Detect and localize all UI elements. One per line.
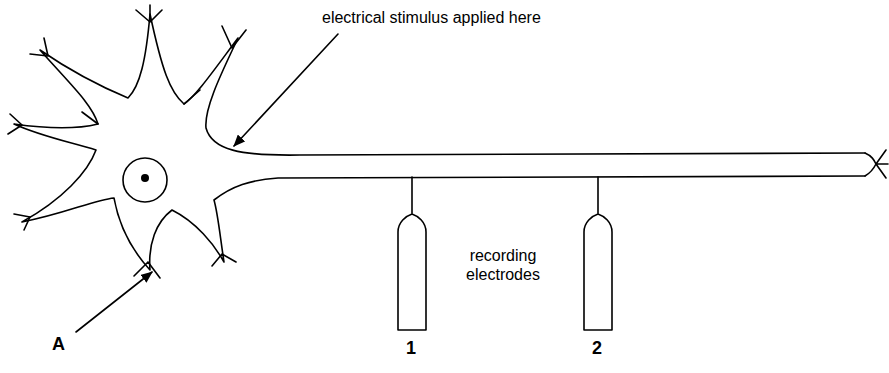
callout-number: 2	[592, 338, 602, 360]
electrode-label: recording electrodes	[448, 246, 558, 284]
axon-terminal	[865, 150, 888, 178]
annotation-label: electrical stimulus applied here	[322, 8, 541, 27]
recording-electrode	[584, 177, 612, 330]
callout-number: 1	[406, 338, 416, 360]
nucleolus	[141, 174, 149, 182]
leader-arrow	[76, 272, 152, 332]
callout-letter: A	[52, 334, 65, 356]
leader-arrow	[234, 34, 338, 146]
cell-body	[14, 14, 865, 270]
nucleus	[123, 158, 167, 202]
dendrite-branches	[8, 5, 246, 278]
recording-electrode	[398, 177, 426, 330]
